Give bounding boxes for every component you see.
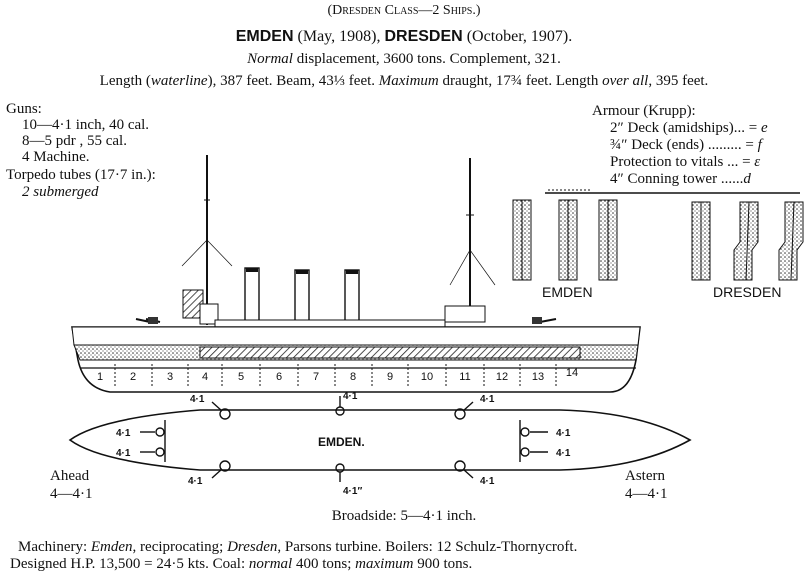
section-number: 10 xyxy=(421,371,433,383)
silhouette-label-dresden: DRESDEN xyxy=(713,284,781,300)
gun-label: 4·1 xyxy=(343,391,358,402)
length-maximum: Maximum xyxy=(378,73,439,89)
ship-plan xyxy=(68,396,692,482)
armour-label: ¾″ Deck (ends) ......... = xyxy=(610,137,758,153)
silhouette-arrow xyxy=(545,189,800,194)
section-number: 3 xyxy=(167,371,173,383)
armour-item: ¾″ Deck (ends) ......... = f xyxy=(610,137,762,153)
ahead-value: 4—4·1 xyxy=(50,486,93,502)
gun-label: 4·1 xyxy=(116,448,131,459)
gun-label: 4·1 xyxy=(480,476,495,487)
designed-line: Designed H.P. 13,500 = 24·5 kts. Coal: n… xyxy=(10,556,472,573)
armour-code: d xyxy=(743,171,751,187)
armour-label: Protection to vitals ... = xyxy=(610,154,755,170)
section-number: 14 xyxy=(566,367,578,379)
gun-label: 4·1 xyxy=(190,394,205,405)
ship1-date: (May, 1908), xyxy=(297,28,381,45)
torpedo-title: Torpedo tubes (17·7 in.): xyxy=(6,167,156,183)
ahead-title: Ahead xyxy=(50,468,90,484)
machinery-e: , Parsons turbine. Boilers: 12 Schulz-Th… xyxy=(277,539,578,555)
designed-e: 900 tons. xyxy=(413,556,473,572)
armour-code: f xyxy=(757,137,762,153)
section-number: 5 xyxy=(238,371,244,383)
section-numbers: 1 2 3 4 5 6 7 8 9 10 11 12 13 14 xyxy=(97,367,578,383)
armour-item: Protection to vitals ... = ε xyxy=(610,154,760,170)
guns-title: Guns: xyxy=(6,101,42,117)
section-number: 12 xyxy=(496,371,508,383)
armour-label: 4″ Conning tower ...... xyxy=(610,171,744,187)
designed-maximum: maximum xyxy=(355,556,414,572)
machinery-emden: Emden xyxy=(90,539,133,555)
gun-item: 8—5 pdr , 55 cal. xyxy=(22,133,127,149)
displacement-line: Normal displacement, 3600 tons. Compleme… xyxy=(0,51,808,68)
machinery-dresden: Dresden xyxy=(227,539,278,555)
class-line: (Dresden Class—2 Ships.) xyxy=(327,3,481,18)
ship-title-line: EMDEN (May, 1908), DRESDEN (October, 190… xyxy=(0,28,808,45)
section-number: 8 xyxy=(350,371,356,383)
astern-value: 4—4·1 xyxy=(625,486,668,502)
plan-ship-name: EMDEN. xyxy=(318,435,365,449)
armour-code: e xyxy=(760,120,768,136)
armour-code: ε xyxy=(754,154,761,170)
length-a: Length ( xyxy=(99,73,151,89)
machinery-line: Machinery: Emden, reciprocating; Dresden… xyxy=(18,539,577,556)
length-overall: over all xyxy=(602,73,649,89)
broadside-line: Broadside: 5—4·1 inch. xyxy=(331,508,477,524)
machinery-c: , reciprocating; xyxy=(132,539,228,555)
section-number: 4 xyxy=(202,371,208,383)
length-d: draught, 17¾ feet. Length xyxy=(438,73,603,89)
gun-item: 4 Machine. xyxy=(22,149,90,165)
section-number: 9 xyxy=(387,371,393,383)
emden-funnel-silhouettes xyxy=(512,199,618,281)
section-number: 11 xyxy=(459,371,470,383)
plan-labels: 4·1 4·1 4·1 4·1 4·1 4·1 4·1 4·1 4·1 4·1″… xyxy=(116,391,571,497)
armour-item: 4″ Conning tower ......d xyxy=(610,171,751,187)
gun-label: 4·1 xyxy=(556,428,571,439)
gun-label: 4·1 xyxy=(116,428,131,439)
ship2-name: DRESDEN xyxy=(384,28,463,45)
designed-c: 400 tons; xyxy=(292,556,356,572)
silhouette-labels: EMDEN DRESDEN xyxy=(542,284,781,300)
section-number: 6 xyxy=(276,371,282,383)
gun-label: 4·1″ xyxy=(343,486,362,497)
ship-profile xyxy=(71,155,641,393)
dresden-funnel-silhouettes xyxy=(691,201,804,281)
astern-title: Astern xyxy=(625,468,665,484)
silhouette-label-emden: EMDEN xyxy=(542,284,593,300)
torpedo-item: 2 submerged xyxy=(22,184,99,200)
designed-normal: normal xyxy=(248,556,293,572)
gun-item: 10—4·1 inch, 40 cal. xyxy=(22,117,150,133)
ship2-date: (October, 1907). xyxy=(466,28,573,45)
armour-item: 2″ Deck (amidships)... = e xyxy=(610,120,768,136)
displacement-rest: displacement, 3600 tons. Complement, 321… xyxy=(296,51,561,67)
gun-label: 4·1 xyxy=(188,476,203,487)
section-number: 2 xyxy=(130,371,136,383)
length-waterline: waterline xyxy=(150,73,208,89)
ship1-name: EMDEN xyxy=(235,28,294,45)
armour-label: 2″ Deck (amidships)... = xyxy=(610,120,761,136)
gun-label: 4·1 xyxy=(556,448,571,459)
section-number: 13 xyxy=(532,371,544,383)
length-b: ), 387 feet. Beam, 43⅓ feet. xyxy=(207,73,379,89)
section-number: 1 xyxy=(97,371,103,383)
designed-a: Designed H.P. 13,500 = 24·5 kts. Coal: xyxy=(10,556,249,572)
armour-title: Armour (Krupp): xyxy=(592,103,696,119)
displacement-label: Normal xyxy=(247,51,293,67)
machinery-a: Machinery: xyxy=(18,539,91,555)
section-number: 7 xyxy=(313,371,319,383)
length-line: Length (waterline), 387 feet. Beam, 43⅓ … xyxy=(0,73,808,90)
length-f: , 395 feet. xyxy=(648,73,709,89)
gun-label: 4·1 xyxy=(480,394,495,405)
